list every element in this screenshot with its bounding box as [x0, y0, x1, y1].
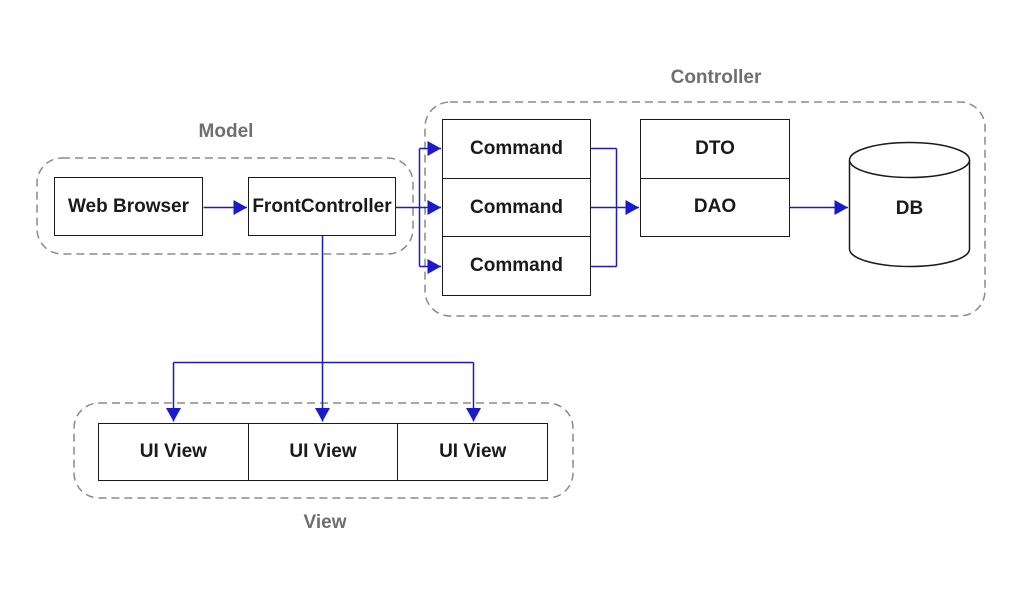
model-group-label: Model: [198, 121, 254, 142]
node-command-3: Command: [443, 236, 590, 295]
node-dao: DAO: [641, 177, 789, 237]
node-command-2: Command: [443, 177, 590, 237]
node-dto: DTO: [695, 137, 735, 159]
node-web-browser: Web Browser: [54, 177, 203, 236]
controller-group-label: Controller: [670, 67, 762, 88]
node-command-1: Command: [470, 137, 563, 159]
command-stack: Command Command Command: [442, 119, 591, 296]
ui-view-row: UI View UI View UI View: [98, 423, 548, 481]
node-front-controller: FrontController: [248, 177, 396, 236]
node-ui-view-2: UI View: [247, 424, 398, 480]
db-label: DB: [895, 197, 924, 219]
node-ui-view-3: UI View: [397, 424, 547, 480]
dto-dao-stack: DTO DAO: [640, 119, 790, 237]
node-ui-view-1: UI View: [139, 441, 207, 462]
view-group-label: View: [303, 512, 347, 533]
